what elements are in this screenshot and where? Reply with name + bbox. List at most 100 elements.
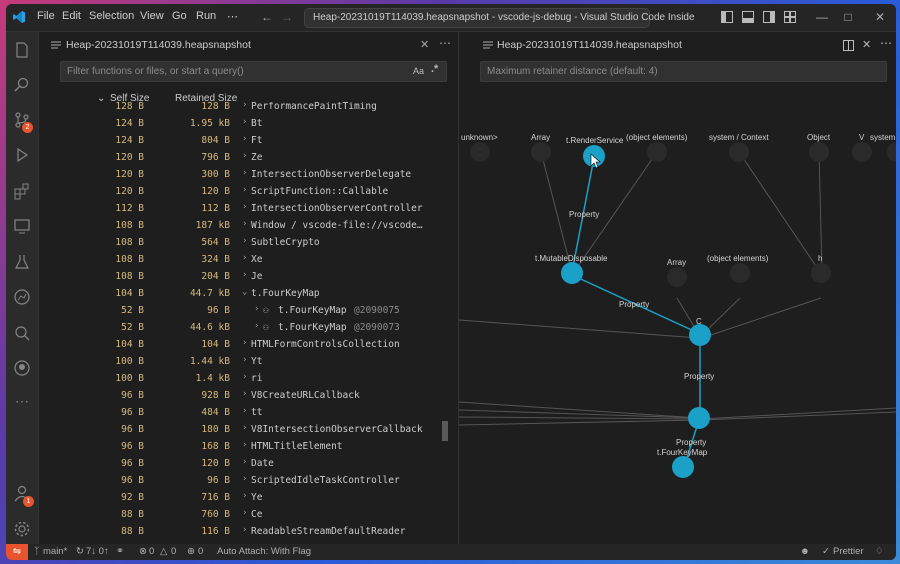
chevron-down-icon[interactable]: ⌄ [242, 287, 248, 297]
graph-node[interactable] [729, 142, 749, 162]
command-center[interactable]: Heap-20231019T114039.heapsnapshot - vsco… [304, 8, 695, 28]
graph-node[interactable] [531, 142, 551, 162]
prettier-status[interactable]: Prettier [833, 546, 864, 557]
chevron-right-icon[interactable]: › [242, 406, 248, 416]
chevron-right-icon[interactable]: › [242, 134, 248, 144]
chevron-right-icon[interactable]: › [242, 253, 248, 263]
menu-go[interactable]: Go [172, 10, 187, 22]
prettier-check-icon[interactable]: ✓ [822, 546, 830, 557]
chevron-right-icon[interactable]: › [242, 236, 248, 246]
chevron-right-icon[interactable]: › [242, 457, 248, 467]
chevron-right-icon[interactable]: › [254, 321, 260, 331]
menu-file[interactable]: File [37, 10, 55, 22]
run-debug-icon[interactable] [13, 146, 31, 164]
chevron-right-icon[interactable]: › [242, 525, 248, 535]
scrollbar-thumb[interactable] [442, 421, 448, 441]
minimize-icon[interactable]: — [816, 10, 828, 24]
graph-node-highlighted[interactable] [688, 407, 710, 429]
close-tab-icon[interactable]: ✕ [862, 39, 872, 51]
menu-more[interactable]: ⋯ [227, 11, 238, 23]
graph-node[interactable] [887, 142, 896, 162]
warning-count[interactable]: 0 [171, 546, 177, 557]
testing-icon[interactable] [13, 253, 31, 271]
maximize-icon[interactable]: □ [844, 10, 852, 24]
filter-input[interactable]: Filter functions or files, or start a qu… [60, 61, 447, 82]
error-count[interactable]: 0 [149, 546, 155, 557]
live-share-icon[interactable] [13, 324, 31, 342]
explorer-icon[interactable] [13, 41, 31, 59]
chevron-right-icon[interactable]: › [242, 491, 248, 501]
chevron-right-icon[interactable]: › [242, 185, 248, 195]
chevron-right-icon[interactable]: › [242, 270, 248, 280]
chevron-right-icon[interactable]: › [242, 102, 248, 110]
sync-status[interactable]: 7↓ 0↑ [86, 546, 109, 557]
more-views-icon[interactable]: ⋯ [15, 393, 29, 409]
graph-node-highlighted[interactable] [672, 456, 694, 478]
graph-node[interactable] [809, 142, 829, 162]
remote-indicator-icon[interactable]: ⇋ [6, 544, 28, 560]
chevron-right-icon[interactable]: › [242, 117, 248, 127]
branch-icon[interactable]: ᛉ [34, 546, 40, 557]
editor-more-actions-icon[interactable]: ⋯ [880, 36, 892, 50]
self-size-header[interactable]: Self Size [110, 93, 150, 104]
retained-size-header[interactable]: Retained Size [175, 93, 238, 104]
chevron-right-icon[interactable]: › [242, 423, 248, 433]
chevron-right-icon[interactable]: › [242, 168, 248, 178]
graph-node-highlighted[interactable] [561, 262, 583, 284]
graph-node[interactable] [647, 142, 667, 162]
ports-count[interactable]: 0 [198, 546, 204, 557]
chevron-right-icon[interactable]: › [242, 219, 248, 229]
settings-gear-icon[interactable] [13, 520, 31, 538]
chevron-right-icon[interactable]: › [242, 202, 248, 212]
editor-more-actions-icon[interactable]: ⋯ [439, 36, 451, 50]
left-tab-title[interactable]: Heap-20231019T114039.heapsnapshot [66, 39, 251, 51]
notifications-bell-icon[interactable]: ♢ [875, 546, 884, 557]
menu-run[interactable]: Run [196, 10, 217, 22]
timeline-icon[interactable] [13, 288, 31, 306]
chevron-right-icon[interactable]: › [242, 151, 248, 161]
chevron-right-icon[interactable]: › [242, 372, 248, 382]
right-tab-title[interactable]: Heap-20231019T114039.heapsnapshot [497, 39, 682, 51]
branch-name[interactable]: main* [43, 546, 68, 557]
error-icon[interactable]: ⊗ [139, 546, 147, 557]
auto-attach-status[interactable]: Auto Attach: With Flag [217, 546, 311, 557]
menu-edit[interactable]: Edit [62, 10, 81, 22]
source-control-icon[interactable] [13, 111, 31, 129]
regex-toggle[interactable]: .* [431, 63, 439, 75]
sort-desc-chevron-icon[interactable]: ⌄ [97, 93, 106, 104]
chevron-right-icon[interactable]: › [242, 389, 248, 399]
chevron-right-icon[interactable]: › [242, 508, 248, 518]
menu-selection[interactable]: Selection [89, 10, 135, 22]
github-icon[interactable] [13, 359, 31, 377]
customize-layout-icon[interactable] [784, 11, 796, 23]
remote-explorer-icon[interactable] [13, 217, 31, 235]
live-share-status-icon[interactable]: ⚭ [116, 546, 124, 557]
graph-node[interactable] [852, 142, 872, 162]
graph-node[interactable] [470, 142, 490, 162]
split-editor-icon[interactable] [843, 40, 854, 51]
